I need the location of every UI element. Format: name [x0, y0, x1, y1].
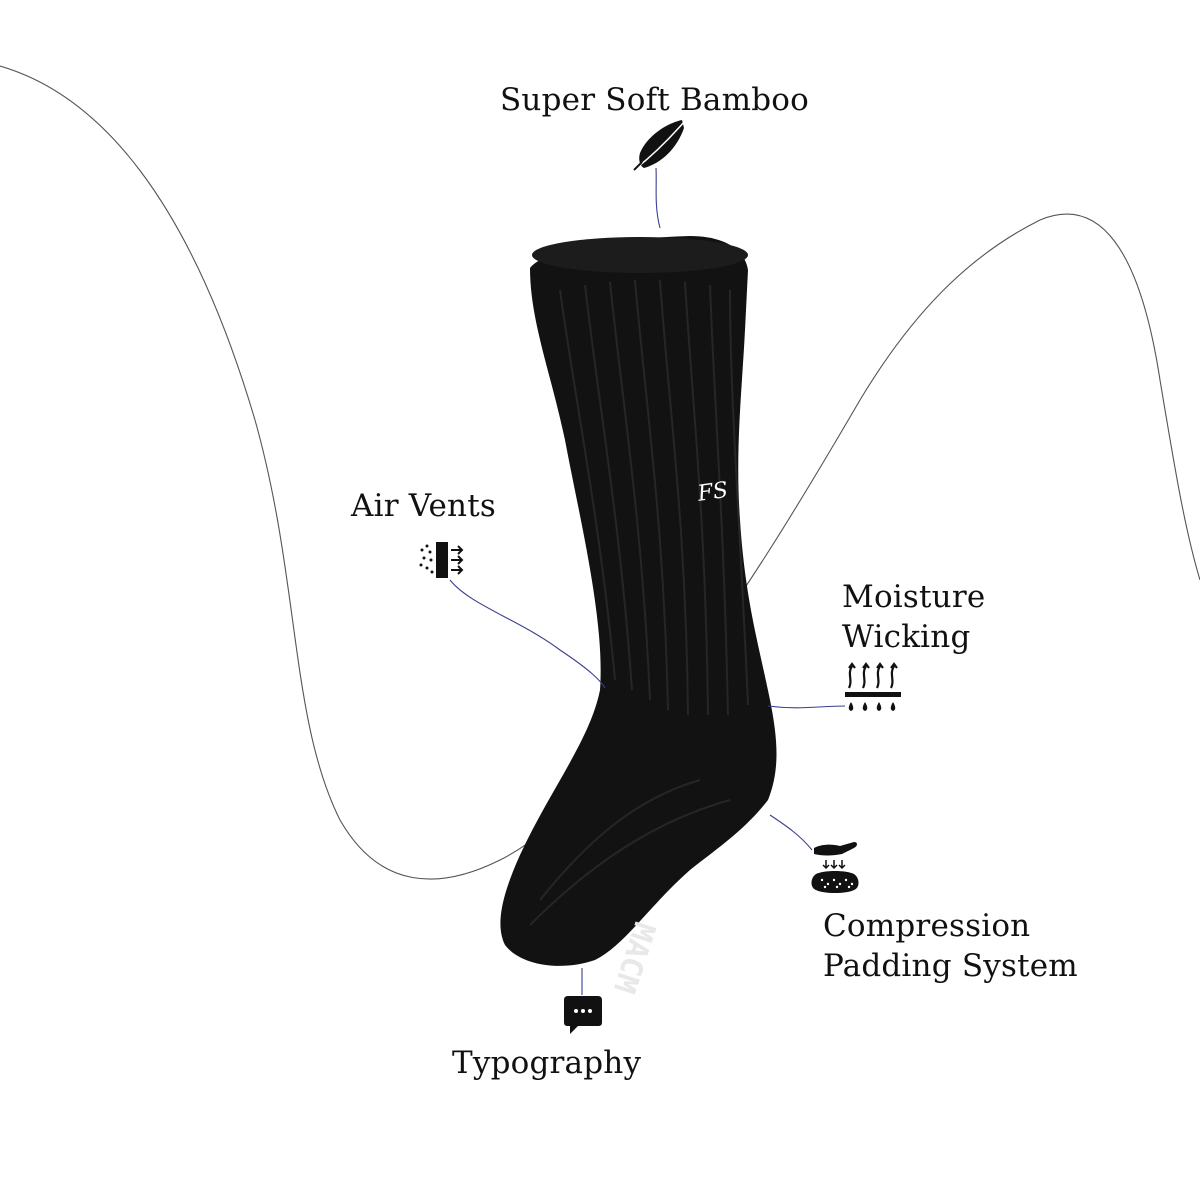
sock-ribbing: [529, 279, 749, 926]
moisture-connector-line: [767, 705, 846, 709]
bamboo-connector-line: [655, 167, 661, 229]
feature-label-line-1: Compression: [823, 908, 1031, 944]
compression-connector-line: [769, 814, 813, 851]
feature-label-text: Air Vents: [351, 488, 496, 524]
air-vents-connector-line: [449, 579, 606, 689]
feature-label-text: Typography: [452, 1045, 642, 1081]
feature-label-text: Super Soft Bamboo: [500, 82, 809, 118]
air-vent-icon: [419, 542, 464, 578]
feature-label-air-vents: Air Vents: [351, 486, 496, 526]
feature-label-line-2: Padding System: [823, 948, 1078, 984]
moisture-wicking-icon: [845, 662, 901, 711]
feature-label-super-soft-bamboo: Super Soft Bamboo: [500, 80, 809, 120]
speech-bubble-icon: [564, 996, 602, 1034]
callout-lines: [449, 167, 846, 995]
compression-padding-icon: [811, 842, 859, 893]
sock-logo: FS: [695, 478, 730, 507]
sock-opening: [532, 237, 748, 273]
sock-body: [500, 236, 777, 966]
feature-label-typography: Typography: [452, 1043, 641, 1083]
feature-label-moisture-wicking: Moisture Wicking: [842, 577, 985, 657]
feature-label-line-2: Wicking: [842, 619, 971, 655]
feature-label-compression-padding: Compression Padding System: [823, 906, 1078, 986]
feather-icon: [633, 120, 685, 171]
sock: FS MACM: [500, 236, 777, 997]
feature-label-line-1: Moisture: [842, 579, 986, 615]
